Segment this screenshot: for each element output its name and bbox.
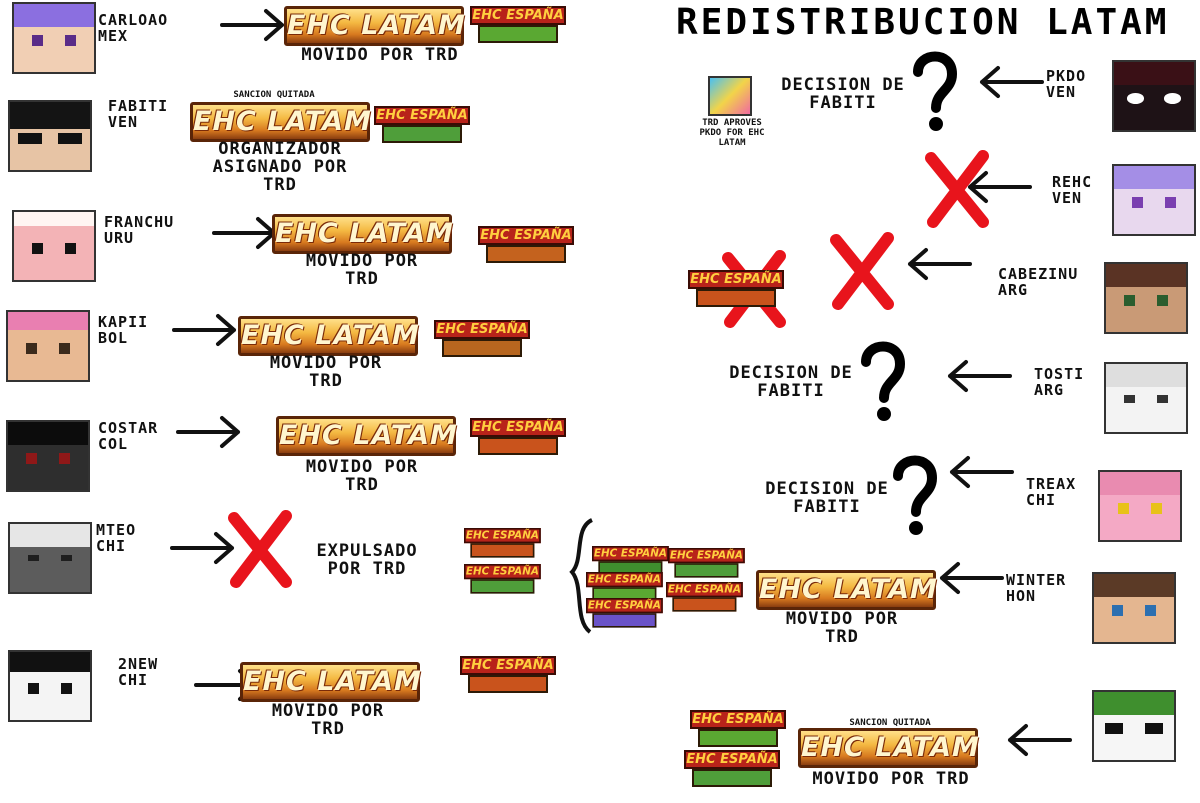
arrow-right-icon bbox=[212, 217, 276, 249]
avatar bbox=[1092, 572, 1176, 644]
player-caption: MOVIDO POR TRD bbox=[269, 353, 383, 391]
player-caption: EXPULSADO POR TRD bbox=[316, 541, 418, 579]
arrow-left-icon bbox=[948, 360, 1012, 392]
ehc-espana-logo: EHC ESPAÑA bbox=[688, 270, 784, 307]
avatar bbox=[1098, 470, 1182, 542]
ehc-latam-logo: EHC LATAM bbox=[756, 570, 937, 610]
arrow-right-icon bbox=[176, 416, 240, 448]
page-title: REDISTRIBUCION LATAM bbox=[676, 2, 1170, 43]
player-name: COSTAR COL bbox=[98, 419, 159, 453]
ehc-latam-logo: EHC LATAM bbox=[284, 6, 465, 46]
player-caption: MOVIDO POR TRD bbox=[785, 609, 899, 647]
player-name: CARLOAO MEX bbox=[98, 11, 169, 45]
avatar bbox=[708, 76, 752, 116]
player-name: CABEZINU ARG bbox=[998, 265, 1079, 299]
player-name: 2NEW CHI bbox=[118, 655, 159, 689]
ehc-latam-logo: EHC LATAM bbox=[798, 728, 979, 768]
question-mark-icon bbox=[866, 347, 900, 422]
question-mark-icon bbox=[918, 57, 952, 132]
avatar bbox=[6, 310, 90, 382]
player-name: WINTER HON bbox=[1006, 571, 1067, 605]
avatar bbox=[1112, 60, 1196, 132]
ehc-espana-logo: EHC ESPAÑA bbox=[478, 226, 574, 263]
player-caption: DECISION DE FABITI bbox=[781, 75, 905, 113]
ehc-espana-logo: EHC ESPAÑA bbox=[586, 572, 663, 602]
avatar bbox=[8, 100, 92, 172]
avatar bbox=[12, 210, 96, 282]
ehc-espana-logo: EHC ESPAÑA bbox=[464, 564, 541, 594]
player-caption: DECISION DE FABITI bbox=[729, 363, 853, 401]
arrow-left-icon bbox=[950, 456, 1014, 488]
player-caption: MOVIDO POR TRD bbox=[301, 45, 459, 65]
ehc-espana-logo: EHC ESPAÑA bbox=[434, 320, 530, 357]
avatar bbox=[1104, 262, 1188, 334]
arrow-left-icon bbox=[968, 171, 1032, 203]
arrow-right-icon bbox=[170, 532, 234, 564]
player-caption: ORGANIZADOR ASIGNADO POR TRD bbox=[212, 139, 348, 195]
ehc-espana-logo: EHC ESPAÑA bbox=[464, 528, 541, 558]
ehc-latam-logo: EHC LATAM bbox=[240, 662, 421, 702]
question-mark-icon bbox=[898, 461, 932, 536]
ehc-espana-logo: EHC ESPAÑA bbox=[586, 598, 663, 628]
avatar bbox=[1092, 690, 1176, 762]
ehc-espana-logo: EHC ESPAÑA bbox=[470, 418, 566, 455]
ehc-espana-logo: EHC ESPAÑA bbox=[684, 750, 780, 787]
player-caption: MOVIDO POR TRD bbox=[305, 251, 419, 289]
player-name: FRANCHU URU bbox=[104, 213, 175, 247]
arrow-left-icon bbox=[980, 66, 1044, 98]
player-caption: MOVIDO POR TRD bbox=[812, 769, 970, 789]
ehc-espana-logo: EHC ESPAÑA bbox=[470, 6, 566, 43]
player-name: PKDO VEN bbox=[1046, 67, 1087, 101]
player-name: KAPII BOL bbox=[98, 313, 149, 347]
avatar bbox=[8, 522, 92, 594]
player-name: TOSTI ARG bbox=[1034, 365, 1085, 399]
ehc-latam-logo: EHC LATAM bbox=[272, 214, 453, 254]
player-name: TREAX CHI bbox=[1026, 475, 1077, 509]
arrow-left-icon bbox=[1008, 724, 1072, 756]
ehc-espana-logo: EHC ESPAÑA bbox=[690, 710, 786, 747]
arrow-right-icon bbox=[172, 314, 236, 346]
avatar bbox=[12, 2, 96, 74]
avatar bbox=[6, 420, 90, 492]
ehc-espana-logo: EHC ESPAÑA bbox=[460, 656, 556, 693]
player-caption: DECISION DE FABITI bbox=[765, 479, 889, 517]
player-name: FABITI VEN bbox=[108, 97, 169, 131]
arrow-left-icon bbox=[940, 562, 1004, 594]
ehc-espana-logo: EHC ESPAÑA bbox=[592, 546, 669, 576]
ehc-latam-logo: EHC LATAM bbox=[238, 316, 419, 356]
ehc-espana-logo: EHC ESPAÑA bbox=[668, 548, 745, 578]
cross-icon bbox=[234, 516, 286, 582]
brace-icon bbox=[569, 518, 594, 634]
ehc-latam-logo: EHC LATAM bbox=[190, 102, 371, 142]
ehc-espana-logo: EHC ESPAÑA bbox=[666, 582, 743, 612]
avatar bbox=[8, 650, 92, 722]
arrow-left-icon bbox=[908, 248, 972, 280]
sancion-label: SANCION QUITADA bbox=[849, 718, 931, 728]
cross-icon bbox=[836, 238, 888, 304]
ehc-latam-logo: EHC LATAM bbox=[276, 416, 457, 456]
sancion-label: SANCION QUITADA bbox=[233, 90, 315, 100]
player-name: MTEO CHI bbox=[96, 521, 137, 555]
arrow-right-icon bbox=[220, 9, 284, 41]
ehc-espana-logo: EHC ESPAÑA bbox=[374, 106, 470, 143]
player-name: REHC VEN bbox=[1052, 173, 1093, 207]
approval-note: TRD APROVES PKDO FOR EHC LATAM bbox=[699, 118, 765, 148]
avatar bbox=[1112, 164, 1196, 236]
avatar bbox=[1104, 362, 1188, 434]
player-caption: MOVIDO POR TRD bbox=[271, 701, 385, 739]
player-caption: MOVIDO POR TRD bbox=[305, 457, 419, 495]
